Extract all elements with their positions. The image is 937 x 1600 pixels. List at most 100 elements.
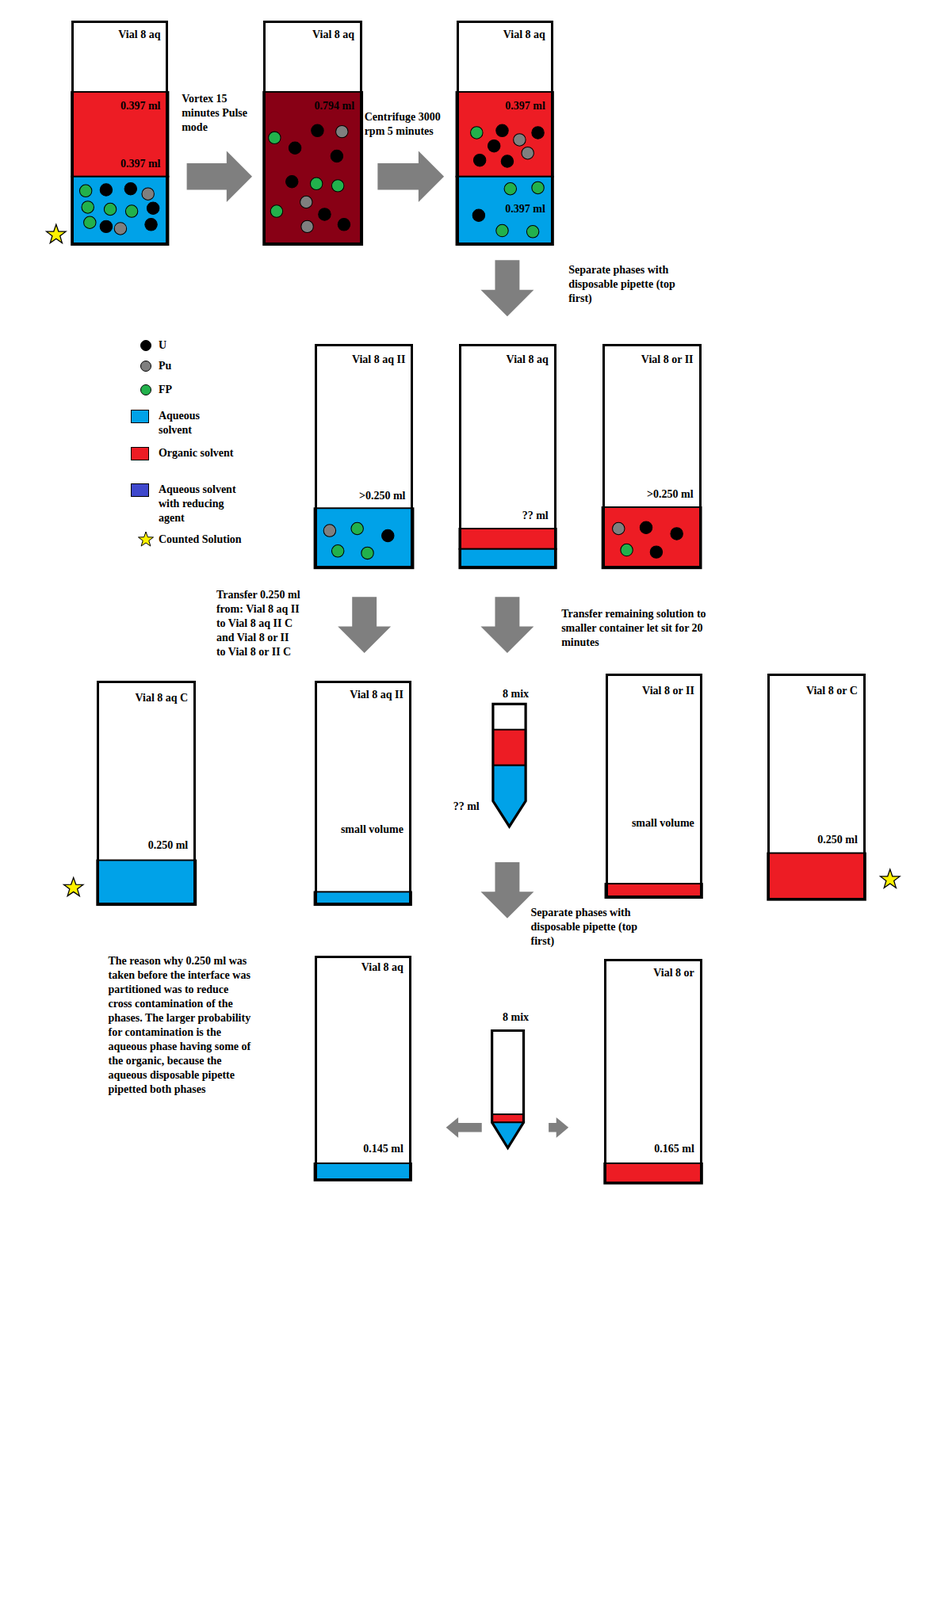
volume-label: small volume [340,822,404,838]
fp-dot [125,205,138,218]
liquid-phase: 0.794 ml [263,91,363,245]
vial-box: Vial 8 aq 0.145 ml [314,956,412,1181]
pu-dot [141,187,154,200]
u-dot [382,529,394,542]
pu-dot [301,220,314,233]
volume-label: 0.165 ml [653,1142,695,1157]
fp-dot [470,126,483,139]
organic-phase [492,1114,524,1123]
vial-box: Vial 8 or II>0.250 ml [602,344,702,569]
legend-swatch [130,447,150,461]
u-dot [337,218,350,231]
vial-box: Vial 8 aq 0.794 ml [263,20,363,245]
organic-phase [458,528,556,550]
legend-text: U [158,338,167,353]
volume-label: 0.397 ml [504,99,546,114]
volume-label: 0.250 ml [148,838,189,853]
volume-label: 0.145 ml [363,1142,404,1157]
u-dot [501,155,513,168]
fp-dot [496,224,509,237]
step-note: Vortex 15 minutes Pulse mode [181,91,249,135]
vial-label: Vial 8 aq [118,27,161,43]
legend-text: Aqueous solvent with reducing agent [158,482,245,526]
vial-label: Vial 8 or [653,966,695,981]
vial-box: Vial 8 or 0.165 ml [604,959,703,1184]
organic-phase [71,91,169,177]
volume-label: ?? ml [522,508,549,524]
aqueous-phase [492,1122,524,1148]
aqueous-phase [71,176,169,245]
volume-label: 0.250 ml [817,833,858,848]
u-dot [487,139,500,152]
u-dot [639,521,652,534]
u-dot [531,126,544,139]
legend-text: FP [158,382,173,398]
fp-dot [351,522,364,535]
pu-dot [513,133,526,146]
pu-dot [323,524,336,537]
aqueous-phase [314,1163,412,1182]
legend-swatch [130,409,150,424]
u-dot [330,149,343,162]
vial-label: Vial 8 aq [503,27,546,43]
fp-dot [504,183,517,196]
aqueous-phase [493,765,526,827]
block-arrow [548,1117,569,1139]
step-note: Separate phases with disposable pipette … [531,906,658,949]
aqueous-phase [96,860,196,906]
pu-dot [336,125,349,138]
u-dot [318,208,331,221]
u-dot [288,141,301,154]
tube-label: 8 mix [486,687,545,702]
vial-label: Vial 8 aq [361,960,404,976]
counted-star [880,869,900,888]
vial-label: Vial 8 or II [641,352,694,368]
vial-box: Vial 8 aq0.397 ml0.397 ml [71,20,169,245]
fp-dot [103,202,116,215]
u-dot [145,218,157,231]
volume-label: ?? ml [453,799,480,815]
legend-dot [140,384,152,396]
volume-label: 0.794 ml [314,99,356,114]
aqueous-phase [458,549,556,569]
fp-dot [620,543,633,556]
block-arrow [480,260,534,317]
legend-star [136,530,156,550]
u-dot [124,183,137,196]
vial-box: Vial 8 aq II>0.250 ml [314,344,414,569]
step-note: Separate phases with disposable pipette … [568,263,696,306]
block-arrow [337,596,391,654]
explanation-note: The reason why 0.250 ml was taken before… [107,954,251,1098]
fp-dot [268,131,281,144]
block-arrow [446,1117,482,1139]
tube-label: 8 mix [486,1010,545,1025]
fp-dot [81,201,94,214]
step-note: Transfer remaining solution to smaller c… [561,607,728,651]
tube-outline [493,703,526,827]
liquid-phase: 0.397 ml [456,91,554,177]
pu-dot [521,146,534,159]
vial-label: Vial 8 aq II [351,352,406,368]
vial-box: Vial 8 aq?? ml [458,344,556,569]
legend-text: Pu [158,359,172,374]
u-dot [496,124,509,137]
star-symbol [137,531,153,547]
u-dot [311,124,324,137]
volume-label: 0.397 ml [504,202,546,217]
pu-dot [612,522,625,535]
vial-box: Vial 8 aq 0.397 ml 0.397 ml [456,20,554,245]
volume-label: 0.397 ml [120,156,161,172]
fp-dot [309,177,322,190]
vial-label: Vial 8 aq C [134,691,188,706]
vial-label: Vial 8 aq [312,27,355,43]
fp-dot [526,225,539,238]
mixed-phase [263,91,363,245]
u-dot [286,175,299,188]
u-dot [650,546,662,559]
organic-phase [456,91,554,177]
vial-box: Vial 8 aq C 0.250 ml [96,680,196,906]
organic-phase [602,507,702,569]
